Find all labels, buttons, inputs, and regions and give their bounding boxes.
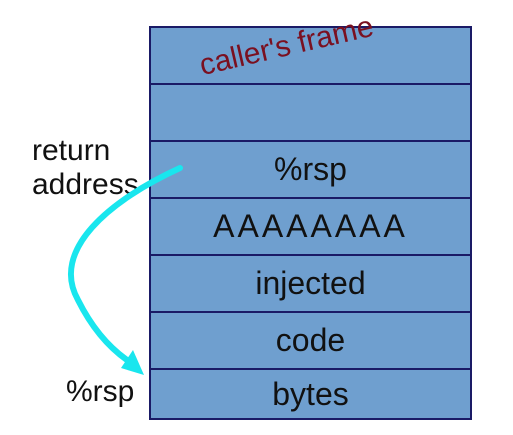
stack-cell-1	[151, 28, 470, 85]
stack-cell-2	[151, 85, 470, 142]
stack-cell-5-label: injected	[255, 265, 366, 301]
stack-cell-4: AAAAAAAA	[151, 199, 470, 256]
rsp-side-label: %rsp	[66, 375, 135, 408]
return-address-label-line2: address	[32, 168, 139, 201]
return-arrow-line	[68, 165, 183, 363]
stack-cell-7: bytes	[151, 370, 470, 418]
return-arrow-head	[121, 350, 144, 375]
return-address-label-line1: return	[32, 134, 111, 167]
stack-cell-6: code	[151, 313, 470, 370]
stack-cell-5: injected	[151, 256, 470, 313]
stack-cell-3: %rsp	[151, 142, 470, 199]
stack-cell-3-label: %rsp	[274, 151, 347, 187]
stack-cell-6-label: code	[275, 322, 346, 358]
stack-cell-4-label: AAAAAAAA	[213, 208, 408, 244]
stack-cell-7-label: bytes	[272, 375, 349, 412]
stack-block: %rsp AAAAAAAA injected code bytes	[149, 26, 472, 420]
